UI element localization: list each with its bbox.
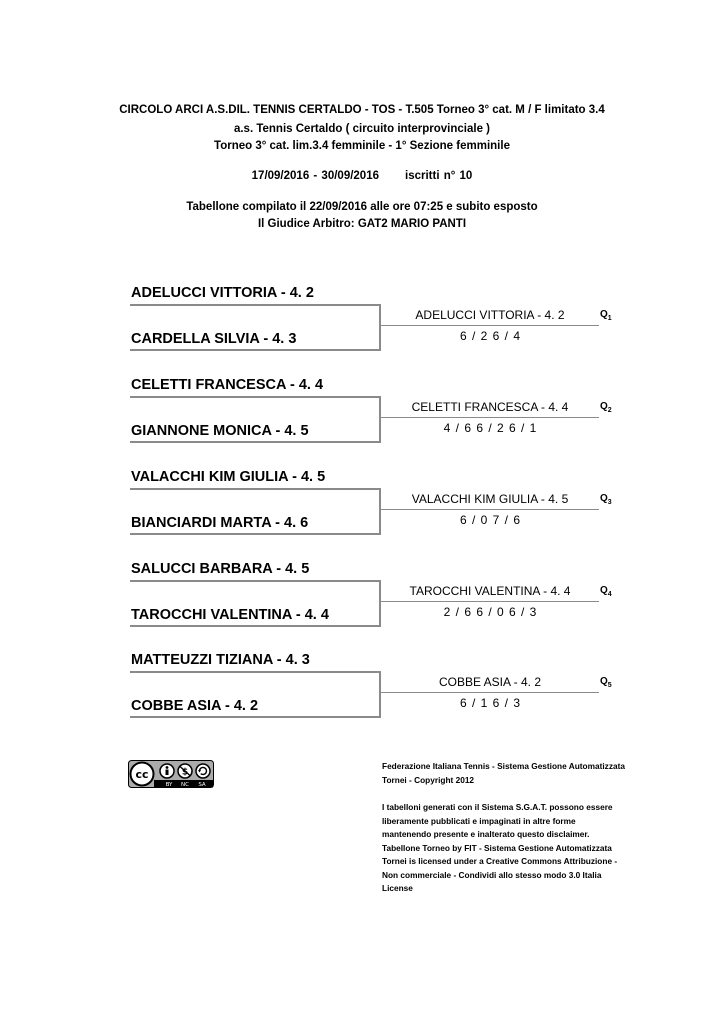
bracket-line bbox=[379, 396, 381, 443]
disclaimer-line: Non commerciale - Condividi allo stesso … bbox=[382, 869, 602, 880]
match-score: 4 / 6 6 / 2 6 / 1 bbox=[443, 421, 537, 435]
bracket-line bbox=[130, 396, 380, 398]
bracket-line bbox=[381, 601, 599, 602]
match-player-1: VALACCHI KIM GIULIA - 4. 5 bbox=[131, 469, 326, 485]
match-player-1: MATTEUZZI TIZIANA - 4. 3 bbox=[131, 652, 310, 668]
qualifier-label: Q2 bbox=[600, 401, 612, 414]
match-player-1: ADELUCCI VITTORIA - 4. 2 bbox=[131, 285, 314, 301]
match-3: VALACCHI KIM GIULIA - 4. 5 VALACCHI KIM … bbox=[0, 469, 724, 561]
by-label: BY bbox=[166, 782, 173, 788]
match-score: 2 / 6 6 / 0 6 / 3 bbox=[443, 605, 537, 619]
match-player-2: TAROCCHI VALENTINA - 4. 4 bbox=[131, 607, 329, 623]
copyright-line: Tornei - Copyright 2012 bbox=[382, 774, 475, 785]
copyright-line: Federazione Italiana Tennis - Sistema Ge… bbox=[382, 761, 625, 771]
bracket-line bbox=[130, 533, 380, 535]
disclaimer-line: I tabelloni generati con il Sistema S.G.… bbox=[382, 802, 613, 812]
draw-compiled-note: Tabellone compilato il 22/09/2016 alle o… bbox=[186, 201, 538, 213]
match-player-2: CARDELLA SILVIA - 4. 3 bbox=[131, 331, 297, 347]
qualifier-label: Q3 bbox=[600, 493, 612, 506]
bracket-line bbox=[379, 488, 381, 535]
match-player-2: BIANCIARDI MARTA - 4. 6 bbox=[131, 515, 309, 531]
disclaimer-line: mantenendo presente e inalterato questo … bbox=[382, 829, 590, 839]
bracket-line bbox=[381, 692, 599, 693]
copyright-notice: Federazione Italiana Tennis - Sistema Ge… bbox=[382, 760, 642, 787]
bracket-line bbox=[130, 349, 380, 351]
bracket-line bbox=[379, 580, 381, 627]
bracket-line bbox=[130, 580, 380, 582]
match-player-1: SALUCCI BARBARA - 4. 5 bbox=[131, 561, 310, 577]
disclaimer-line: liberamente pubblicati e impaginati in a… bbox=[382, 815, 576, 826]
qualifier-label: Q5 bbox=[600, 676, 612, 689]
bracket-line bbox=[379, 671, 381, 718]
match-4: SALUCCI BARBARA - 4. 5 TAROCCHI VALENTIN… bbox=[0, 561, 724, 653]
match-5: MATTEUZZI TIZIANA - 4. 3 COBBE ASIA - 4.… bbox=[0, 652, 724, 744]
svg-text:$: $ bbox=[182, 768, 188, 778]
match-score: 6 / 2 6 / 4 bbox=[459, 329, 521, 343]
disclaimer-line: License bbox=[382, 883, 413, 893]
match-player-2: GIANNONE MONICA - 4. 5 bbox=[131, 423, 309, 439]
tournament-title: CIRCOLO ARCI A.S.DIL. TENNIS CERTALDO - … bbox=[119, 104, 605, 116]
match-winner: COBBE ASIA - 4. 2 bbox=[438, 675, 542, 689]
creative-commons-license-icon[interactable]: cc $ BY NC SA bbox=[128, 760, 214, 788]
bracket-line bbox=[381, 509, 599, 510]
qualifier-label: Q1 bbox=[600, 309, 612, 322]
bracket-line bbox=[130, 488, 380, 490]
tournament-section: Torneo 3° cat. lim.3.4 femminile - 1° Se… bbox=[214, 140, 510, 152]
bracket-line bbox=[379, 304, 381, 351]
match-player-2: COBBE ASIA - 4. 2 bbox=[131, 698, 259, 714]
sa-label: SA bbox=[198, 782, 206, 788]
match-score: 6 / 0 7 / 6 bbox=[459, 513, 521, 527]
bracket-line bbox=[381, 325, 599, 326]
bracket-line bbox=[130, 716, 380, 718]
tournament-subtitle: a.s. Tennis Certaldo ( circuito interpro… bbox=[233, 123, 491, 135]
bracket-line bbox=[130, 441, 380, 443]
disclaimer-line: Tornei is licensed under a Creative Comm… bbox=[382, 856, 618, 866]
match-player-1: CELETTI FRANCESCA - 4. 4 bbox=[131, 377, 324, 393]
nc-label: NC bbox=[181, 782, 189, 788]
tournament-dates: 17/09/2016 - 30/09/2016 bbox=[251, 170, 379, 182]
bracket-line bbox=[381, 417, 599, 418]
bracket-line bbox=[130, 671, 380, 673]
match-winner: ADELUCCI VITTORIA - 4. 2 bbox=[415, 308, 565, 322]
sharealike-icon bbox=[195, 763, 211, 779]
match-winner: CELETTI FRANCESCA - 4. 4 bbox=[411, 400, 569, 414]
qualifier-label: Q4 bbox=[600, 585, 612, 598]
license-disclaimer: I tabelloni generati con il Sistema S.G.… bbox=[382, 801, 642, 896]
tournament-dates-row: 17/09/2016 - 30/09/2016 iscritti n° 10 bbox=[0, 170, 724, 182]
match-score: 6 / 1 6 / 3 bbox=[459, 696, 521, 710]
cc-mark: cc bbox=[135, 768, 148, 781]
match-winner: VALACCHI KIM GIULIA - 4. 5 bbox=[411, 492, 569, 506]
bracket-line bbox=[130, 625, 380, 627]
match-1: ADELUCCI VITTORIA - 4. 2 ADELUCCI VITTOR… bbox=[0, 285, 724, 377]
disclaimer-line: Tabellone Torneo by FIT - Sistema Gestio… bbox=[382, 842, 612, 853]
match-winner: TAROCCHI VALENTINA - 4. 4 bbox=[409, 584, 571, 598]
bracket-line bbox=[130, 304, 380, 306]
entries-count: iscritti n° 10 bbox=[405, 170, 473, 182]
match-2: CELETTI FRANCESCA - 4. 4 CELETTI FRANCES… bbox=[0, 377, 724, 469]
referee-name: Il Giudice Arbitro: GAT2 MARIO PANTI bbox=[257, 218, 467, 230]
